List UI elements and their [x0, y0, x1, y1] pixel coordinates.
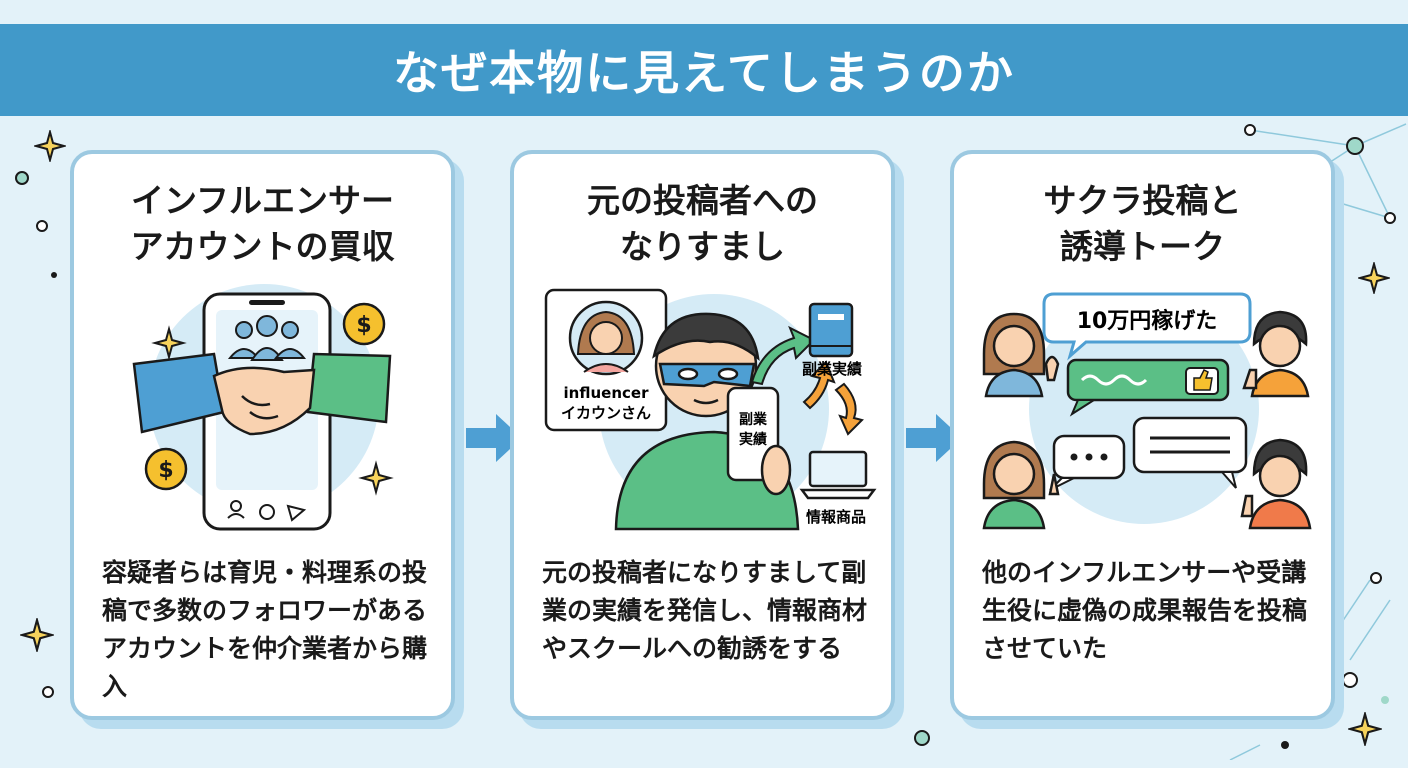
svg-text:$: $: [356, 313, 371, 338]
illustration-shill-chat: 10万円稼げた: [982, 292, 1312, 530]
card-impersonation: 元の投稿者への なりすまし influencer イカウンさん 副業: [510, 150, 895, 720]
phone-label: 実績: [739, 431, 767, 448]
card-description: 他のインフルエンサーや受講生役に虚偽の成果報告を投稿させていた: [982, 558, 1308, 663]
card-description: 元の投稿者になりすまして副業の実績を発信し、情報商材やスクールへの勧誘をする: [542, 558, 868, 663]
dollar-coin-icon: $: [342, 302, 386, 346]
influencer-label: influencer: [564, 384, 650, 402]
illustration-impersonation: influencer イカウンさん 副業 実績: [544, 288, 877, 531]
sparkle-icon: [20, 618, 54, 652]
dots-decoration: [1229, 572, 1391, 760]
dots-decoration: [15, 171, 57, 278]
man-avatar-icon: [1240, 438, 1312, 530]
woman-avatar-icon: [982, 312, 1060, 398]
influencer-label: イカウンさん: [561, 404, 651, 422]
svg-text:$: $: [158, 458, 173, 483]
dollar-coin-icon: $: [144, 447, 188, 491]
woman-avatar-icon: [982, 440, 1060, 530]
laptop-label: 情報商品: [806, 508, 866, 526]
card-description: 容疑者らは育児・料理系の投稿で多数のフォロワーがあるアカウントを仲介業者から購入: [102, 558, 428, 701]
sparkle-icon: [34, 130, 66, 162]
dots-decoration: [914, 730, 930, 746]
smartphone-icon: 副業 実績: [726, 386, 792, 496]
man-avatar-icon: [1242, 310, 1310, 398]
card-shill-posts: サクラ投稿と 誘導トーク 10万円稼げた: [950, 150, 1335, 720]
header-banner: なぜ本物に見えてしまうのか: [0, 24, 1408, 116]
speech-bubble-icon: [1132, 416, 1248, 489]
followers-icon: [227, 315, 307, 361]
speech-bubble-icon: [1049, 434, 1126, 491]
speech-bubble-icon: 10万円稼げた: [1042, 292, 1252, 361]
curved-arrow-icon: [802, 360, 864, 436]
book-icon: 副業実績: [802, 302, 862, 378]
arrow-right-icon: [466, 414, 522, 462]
sparkle-icon: [1358, 262, 1390, 294]
bubble-text: 10万円稼げた: [1077, 308, 1218, 334]
illustration-handshake-phone: $ $: [132, 284, 394, 531]
handshake-icon: [132, 352, 392, 436]
thumbs-up-icon: [1185, 367, 1219, 395]
speech-bubble-icon: [1066, 358, 1230, 417]
page-title: なぜ本物に見えてしまうのか: [393, 46, 1015, 100]
phone-label: 副業: [739, 411, 768, 428]
card-title: インフルエンサー アカウントの買収: [130, 181, 395, 266]
book-label: 副業実績: [802, 360, 862, 378]
laptop-icon: 情報商品: [799, 450, 877, 526]
influencer-profile-card: influencer イカウンさん: [544, 288, 668, 432]
dots-decoration: [42, 686, 54, 698]
sparkle-icon: [1348, 712, 1382, 746]
arrow-right-icon: [906, 414, 962, 462]
card-title: サクラ投稿と 誘導トーク: [1043, 181, 1242, 266]
card-account-purchase: インフルエンサー アカウントの買収 $ $: [70, 150, 455, 720]
card-title: 元の投稿者への なりすまし: [587, 181, 818, 266]
